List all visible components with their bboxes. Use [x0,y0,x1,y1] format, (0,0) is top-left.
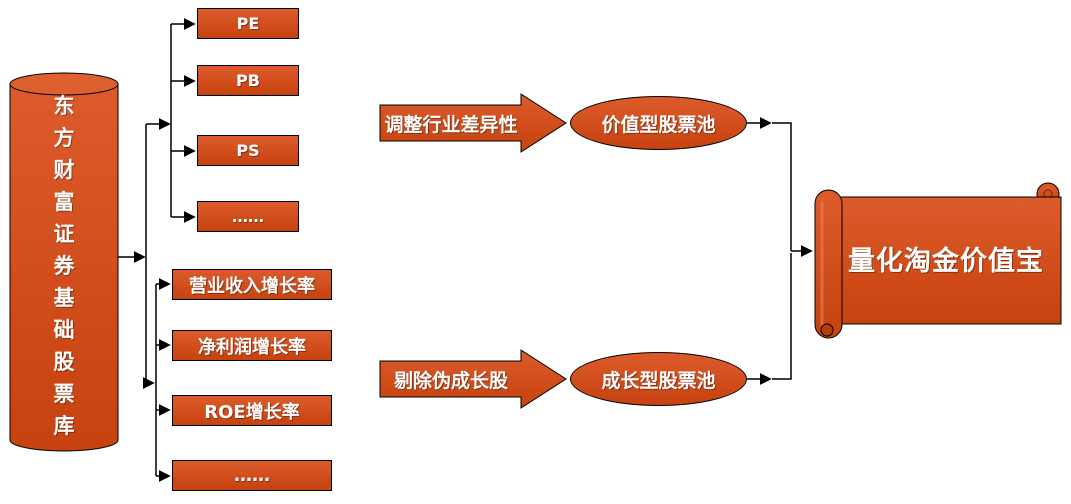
factor-box-pe: PE [197,8,299,39]
growth-pool-ellipse: 成长型股票池 [570,352,747,406]
factor-box-roe-growth: ROE增长率 [172,395,332,426]
factor-box-revenue-growth: 营业收入增长率 [172,269,332,300]
process-arrow-value [379,93,567,153]
source-cylinder-shape [9,72,119,452]
factor-box-ps: PS [197,135,299,166]
output-scroll-shape [814,182,1062,339]
process-arrow-growth [379,349,567,409]
factor-box-net-profit-growth: 净利润增长率 [172,330,332,361]
factor-box-pb: PB [197,65,299,96]
value-pool-ellipse: 价值型股票池 [570,96,747,150]
factor-box-value-ellipsis: …… [197,201,299,232]
factor-box-growth-ellipsis: …… [172,460,332,491]
connector-lines [118,18,813,482]
